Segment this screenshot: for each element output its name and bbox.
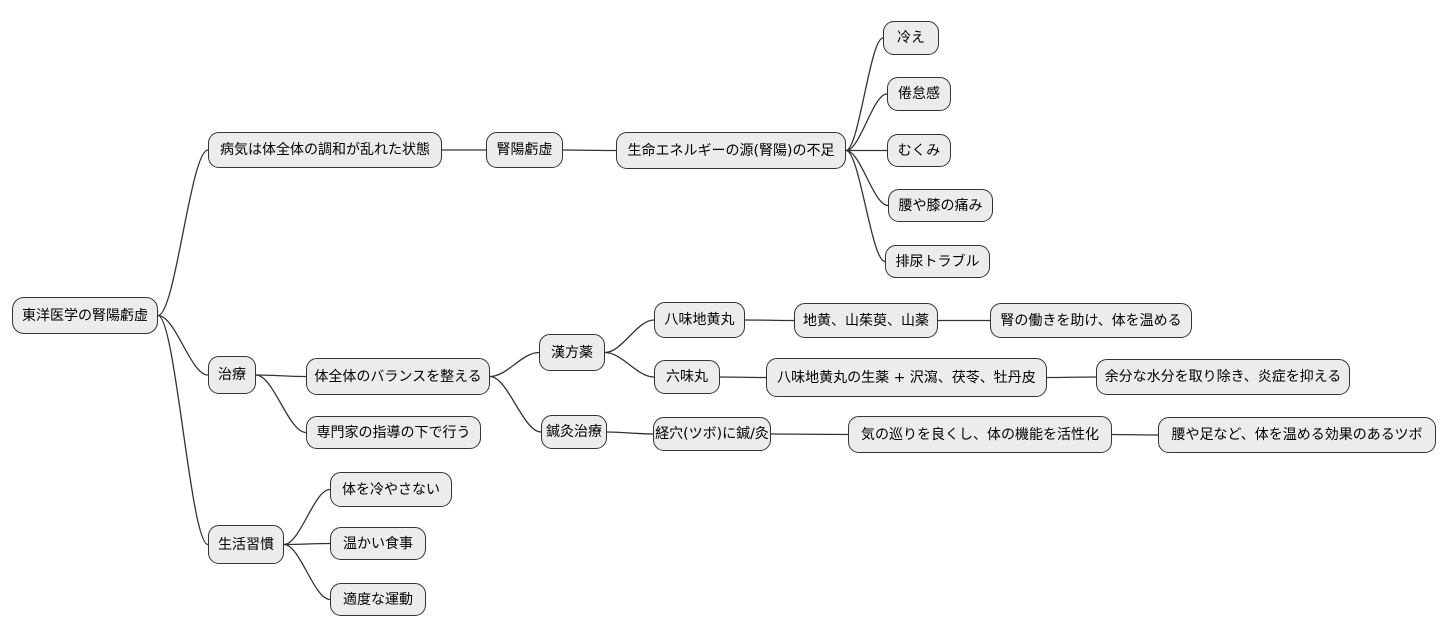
edge-hachimi-jio bbox=[744, 319, 795, 322]
node-senmonka: 専門家の指導の下で行う bbox=[306, 416, 481, 449]
node-rokumi_seiyaku: 八味地黄丸の生薬 + 沢瀉、茯苓、牡丹皮 bbox=[766, 358, 1047, 397]
edge-kimeguri-koshiashi bbox=[1111, 433, 1159, 436]
edge-root-byoki bbox=[157, 149, 209, 317]
node-koshiashi: 腰や足など、体を温める効果のあるツボ bbox=[1158, 417, 1436, 453]
node-shinkyu: 鍼灸治療 bbox=[541, 415, 607, 449]
node-jio: 地黄、山茱萸、山薬 bbox=[794, 303, 938, 338]
edge-kampo-rokumi bbox=[604, 351, 655, 378]
edge-jinyo-seimei bbox=[562, 149, 617, 152]
node-hie: 冷え bbox=[883, 21, 939, 55]
edge-chiryo-taizentai bbox=[255, 374, 307, 378]
node-mukumi: むくみ bbox=[887, 134, 951, 167]
node-chiryo: 治療 bbox=[208, 356, 256, 394]
node-kimeguri: 気の巡りを良くし、体の機能を活性化 bbox=[848, 416, 1112, 453]
node-undo: 適度な運動 bbox=[330, 583, 426, 616]
edge-root-chiryo bbox=[157, 314, 209, 376]
node-kampo: 漢方薬 bbox=[539, 334, 605, 371]
node-jinyo: 腎陽虧虚 bbox=[486, 132, 563, 168]
node-koshihiza: 腰や膝の痛み bbox=[888, 189, 993, 222]
edge-kampo-hachimi bbox=[604, 319, 655, 354]
node-hachimi: 八味地黄丸 bbox=[654, 302, 745, 338]
node-keiketsu: 経穴(ツボ)に鍼/灸 bbox=[653, 417, 771, 451]
edge-keiketsu-kimeguri bbox=[770, 433, 849, 436]
edge-shinkyu-keiketsu bbox=[606, 431, 654, 435]
node-byoki: 病気は体全体の調和が乱れた状態 bbox=[208, 132, 442, 168]
edge-seimei-koshihiza bbox=[845, 149, 889, 207]
edge-seimei-hainyo bbox=[845, 149, 886, 263]
node-kentaikan: 倦怠感 bbox=[887, 77, 951, 111]
node-root: 東洋医学の腎陽虧虚 bbox=[12, 297, 158, 334]
edge-seikatsu-hiyasanai bbox=[283, 488, 331, 546]
node-seimei: 生命エネルギーの源(腎陽)の不足 bbox=[616, 132, 846, 169]
node-hainyo: 排尿トラブル bbox=[885, 245, 990, 278]
edge-rokumi_seiyaku-yobun bbox=[1046, 376, 1097, 379]
node-rokumi: 六味丸 bbox=[654, 360, 720, 394]
edge-seimei-hie bbox=[845, 37, 884, 152]
node-hiyasanai: 体を冷やさない bbox=[330, 472, 452, 507]
edge-taizentai-kampo bbox=[489, 351, 540, 378]
edge-taizentai-shinkyu bbox=[489, 375, 542, 433]
edge-root-seikatsu bbox=[157, 314, 209, 546]
edge-chiryo-senmonka bbox=[255, 374, 307, 434]
edge-rokumi-rokumi_seiyaku bbox=[719, 376, 767, 379]
edge-seikatsu-undo bbox=[283, 543, 331, 601]
node-jinhataraki: 腎の働きを助け、体を温める bbox=[990, 303, 1192, 338]
node-shokuji: 温かい食事 bbox=[330, 527, 426, 560]
node-seikatsu: 生活習慣 bbox=[208, 525, 284, 564]
edge-seikatsu-shokuji bbox=[283, 542, 331, 546]
edge-seimei-kentaikan bbox=[845, 93, 888, 152]
node-taizentai: 体全体のバランスを整える bbox=[306, 358, 490, 395]
node-yobun: 余分な水分を取り除き、炎症を抑える bbox=[1096, 359, 1350, 395]
